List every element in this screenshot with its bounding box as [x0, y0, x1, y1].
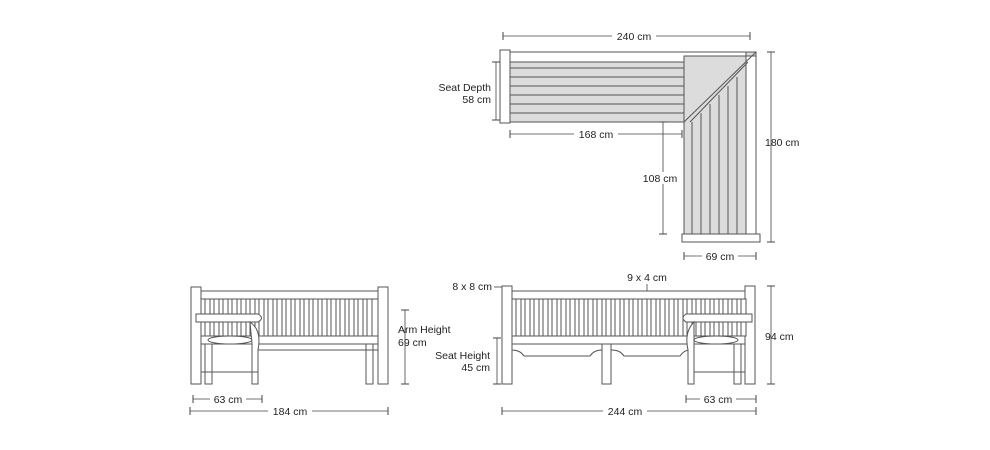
front-slat [596, 298, 603, 337]
front-slat [614, 298, 621, 337]
front-slat [542, 298, 549, 337]
front-slat [524, 298, 531, 337]
front-middle-leg [601, 343, 612, 385]
plan-right-rail [745, 55, 757, 239]
front-left-post [501, 285, 513, 385]
dim-184-label-bg [268, 405, 312, 417]
front-slat [650, 298, 657, 337]
dim-seat-height-title: Seat Height [435, 350, 490, 362]
dim-94-label: 94 cm [765, 331, 794, 343]
side-slat [330, 298, 337, 337]
dim-rail-label: 9 x 4 cm [627, 272, 667, 284]
side-slat [321, 298, 328, 337]
plan-vertical-slats [691, 77, 738, 234]
plan-view: 240 cm Seat Depth 58 cm 168 cm 108 cm 18… [438, 30, 800, 263]
front-top-rail [511, 290, 746, 300]
side-slat [303, 298, 310, 337]
front-slat [560, 298, 567, 337]
dim-244-label-bg [603, 405, 647, 417]
dim-168-label-bg [574, 128, 618, 140]
side-view: Arm Height 69 cm 63 cm 184 cm [189, 286, 451, 418]
side-slat [276, 298, 283, 337]
side-seat-ellipse [207, 335, 253, 345]
dim-240-label-bg [612, 30, 656, 42]
front-seat-ellipse [693, 335, 739, 345]
dim-front-63-label: 63 cm [704, 394, 733, 406]
side-arm-support [249, 321, 260, 385]
front-view: 8 x 8 cm 9 x 4 cm Seat Height 45 cm 94 c… [435, 272, 794, 418]
plan-bottom-end [681, 233, 761, 243]
dim-seat-height-value: 45 cm [461, 362, 490, 374]
front-slat [668, 298, 675, 337]
side-front-leg [204, 343, 213, 385]
dim-side-63-label-bg [210, 393, 246, 405]
dim-108-label: 108 cm [643, 173, 678, 185]
dim-244-label: 244 cm [608, 406, 643, 418]
front-slat [677, 298, 684, 337]
plan-corner-diagonal [683, 51, 757, 123]
side-top-rail [200, 290, 379, 300]
dim-240-label: 240 cm [617, 31, 652, 43]
dim-seat-depth-value: 58 cm [462, 94, 491, 106]
plan-left-end [499, 49, 511, 124]
dim-180-label: 180 cm [765, 137, 800, 149]
side-back-leg [365, 343, 374, 385]
dim-post-label: 8 x 8 cm [452, 281, 492, 293]
front-arm-support [686, 320, 695, 385]
side-slat [339, 298, 346, 337]
side-slat [366, 298, 373, 337]
dim-108-label-bg [640, 172, 680, 184]
front-slat [605, 298, 612, 337]
front-arm [682, 313, 753, 323]
front-slat [551, 298, 558, 337]
dim-184-label: 184 cm [273, 406, 308, 418]
front-slat [515, 298, 522, 337]
side-right-post [377, 286, 389, 385]
front-slat [623, 298, 630, 337]
front-slat [659, 298, 666, 337]
dim-seat-depth-title: Seat Depth [438, 82, 491, 94]
front-slat [587, 298, 594, 337]
dim-69-label-bg [702, 250, 738, 262]
front-seat-rail [511, 335, 746, 345]
side-slat [348, 298, 355, 337]
dim-arm-height-value: 69 cm [398, 337, 427, 349]
side-slat [357, 298, 364, 337]
front-apron [511, 344, 691, 357]
dim-side-63-label: 63 cm [214, 394, 243, 406]
front-slat [632, 298, 639, 337]
dim-168-label: 168 cm [579, 129, 614, 141]
dim-front-63-label-bg [700, 393, 736, 405]
side-seat-rail [200, 335, 379, 345]
dim-arm-height-title: Arm Height [398, 324, 451, 336]
front-slat [641, 298, 648, 337]
front-slat [578, 298, 585, 337]
side-slat [312, 298, 319, 337]
front-slat [569, 298, 576, 337]
side-arm [195, 313, 262, 323]
dim-69-label: 69 cm [706, 251, 735, 263]
side-left-post [190, 286, 202, 385]
side-slat [267, 298, 274, 337]
front-slat [533, 298, 540, 337]
front-right-leg [733, 343, 742, 385]
side-slat [294, 298, 301, 337]
side-slat [285, 298, 292, 337]
plan-corner-diagonal-inner [689, 61, 749, 123]
